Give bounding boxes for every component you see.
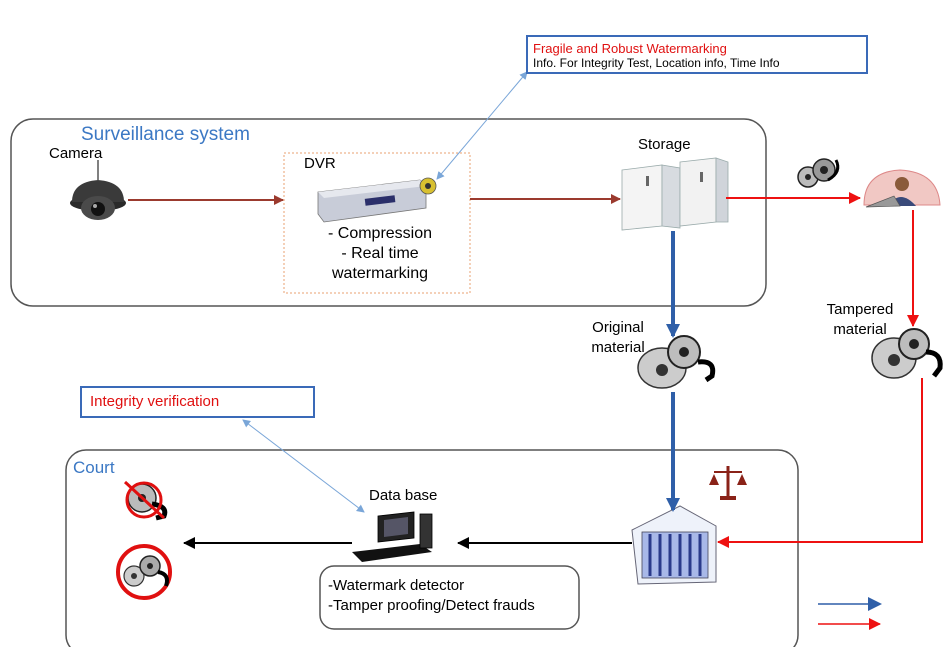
surveillance-system-group (10, 118, 767, 307)
court-label: Court (73, 458, 115, 477)
surveillance-system-label: Surveillance system (81, 124, 250, 145)
storage-servers-icon (621, 157, 729, 231)
watermark-note: Fragile and Robust Watermarking Info. Fo… (526, 35, 868, 74)
courthouse-icon (631, 505, 717, 585)
database-label: Data base (369, 487, 438, 504)
camera-label: Camera (49, 145, 103, 162)
database-features-box (319, 565, 580, 630)
tampered-material-label: Tampered material (812, 300, 908, 340)
integrity-note-text: Integrity verification (90, 393, 220, 410)
dvr-features: - Compression - Real time watermarking (300, 224, 460, 284)
original-material-label: Original material (578, 318, 658, 358)
dvr-label: DVR (304, 155, 336, 172)
database-feature-tamper: -Tamper proofing/Detect frauds (328, 597, 535, 614)
tampered-material-reel-icon (871, 328, 943, 379)
integrity-note: Integrity verification (80, 386, 315, 418)
watermark-note-title: Fragile and Robust Watermarking (533, 41, 727, 56)
database-computer-icon (352, 511, 433, 562)
dvr-device-icon (317, 177, 437, 223)
tampered-material-label-line2: material (833, 321, 887, 338)
scales-of-justice-icon (709, 466, 747, 500)
watermark-note-detail: Info. For Integrity Test, Location info,… (533, 56, 780, 70)
dvr-feature-compression: - Compression (327, 225, 433, 242)
arrow-tampered-to-court (717, 378, 923, 548)
person-laptop-icon (863, 169, 941, 208)
dvr-feature-realtime: - Real time (341, 245, 419, 262)
court-group (65, 449, 799, 647)
camera-icon (70, 160, 126, 220)
film-reel-small-icon (797, 158, 840, 188)
database-features: -Watermark detector -Tamper proofing/Det… (328, 576, 535, 616)
callout-integrity-to-database (242, 419, 365, 513)
storage-label: Storage (638, 136, 691, 153)
rejected-material-icon (123, 480, 168, 521)
tampered-material-label-line1: Tampered (826, 301, 894, 318)
original-material-label-line1: Original (592, 319, 644, 336)
database-feature-detector: -Watermark detector (328, 577, 465, 594)
callout-watermark-to-dvr (436, 71, 528, 180)
dvr-box (283, 152, 471, 294)
accepted-material-icon (116, 544, 172, 600)
original-material-label-line2: material (591, 339, 645, 356)
dvr-feature-watermarking: watermarking (331, 265, 429, 282)
original-material-reel-icon (637, 335, 716, 389)
